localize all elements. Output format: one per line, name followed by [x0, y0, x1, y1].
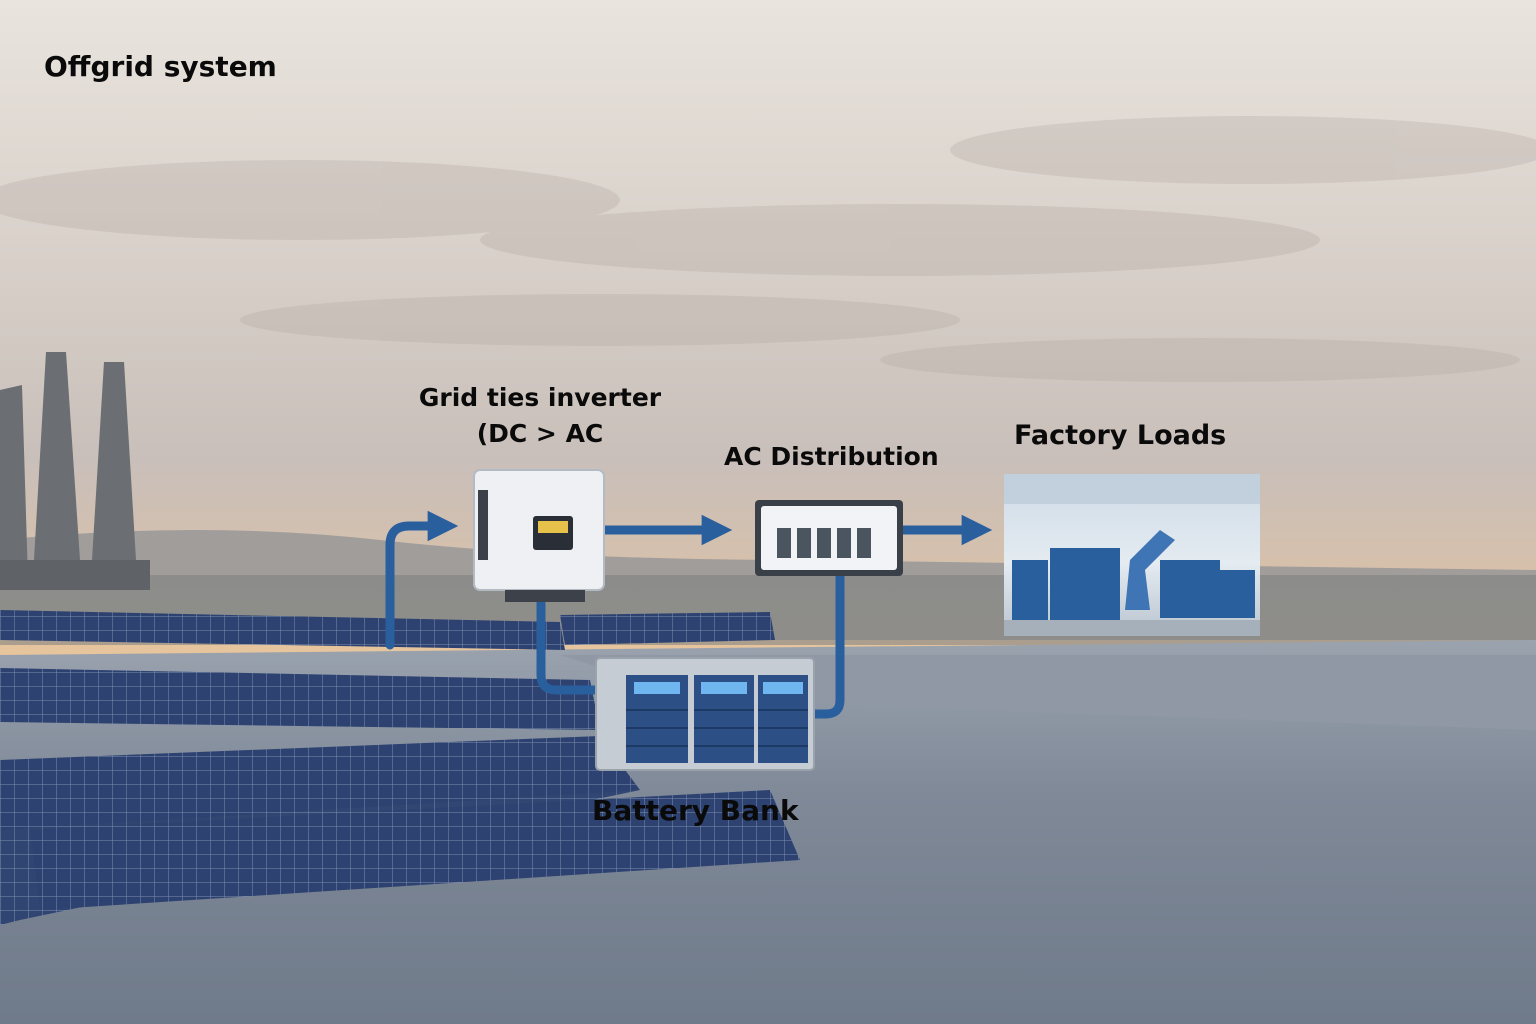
flow-arrows: [385, 510, 993, 719]
solar-panels: [0, 610, 800, 925]
inverter-unit: [473, 469, 605, 602]
inverter-label-line1: Grid ties inverter: [418, 383, 662, 412]
factory-loads-label: Factory Loads: [1014, 420, 1227, 451]
diagram-title: Offgrid system: [44, 50, 277, 83]
inverter-label-line2: (DC > AC: [476, 419, 604, 448]
link-inverter-to-battery: [536, 595, 603, 695]
inverter-label: Grid ties inverter (DC > AC: [380, 380, 700, 452]
battery-bank-label: Battery Bank: [592, 794, 799, 827]
arrow-panels-to-inverter: [385, 510, 459, 650]
factory-loads-image: [1004, 474, 1260, 636]
ac-distribution-panel: [755, 500, 903, 576]
link-ac-to-battery: [805, 570, 845, 719]
ac-distribution-label: AC Distribution: [724, 442, 939, 471]
smokestacks: [0, 352, 150, 590]
clouds: [0, 116, 1536, 382]
battery-bank-unit: [595, 657, 815, 771]
